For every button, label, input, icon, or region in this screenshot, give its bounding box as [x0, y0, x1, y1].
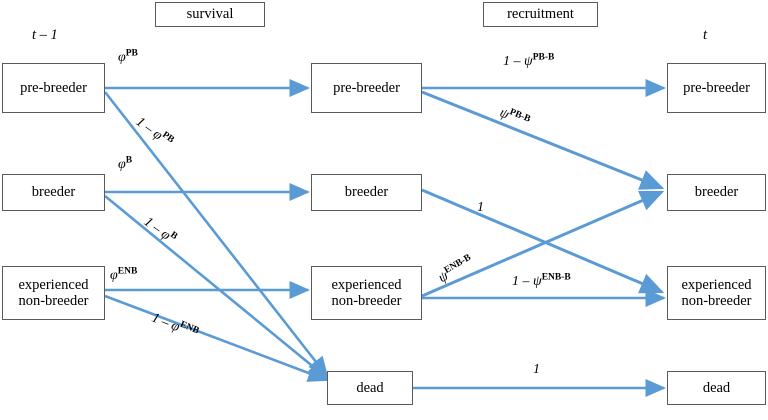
node-right-breeder-label: breeder	[694, 184, 739, 201]
node-right-breeder[interactable]: breeder	[667, 174, 766, 211]
edge-label-one-minus-psi-pb-b-base: ψ	[524, 54, 533, 69]
edge-label-phi-pb: φPB	[118, 48, 138, 66]
edge-label-phi-b-sup: B	[125, 155, 133, 166]
edge-label-one-breeder-to-enb-base: 1	[477, 200, 484, 215]
edge-label-psi-enb-b: ψENB-B	[436, 252, 477, 287]
node-left-pre-breeder[interactable]: pre-breeder	[2, 63, 105, 113]
edge-left-b-to-dead	[104, 194, 329, 380]
node-left-enb-label-line1: experienced	[18, 276, 89, 293]
edge-label-phi-pb-base: φ	[118, 50, 126, 65]
edge-left-pb-to-dead	[103, 91, 329, 378]
header-survival-label: survival	[186, 6, 234, 22]
edge-label-one-minus-psi-pb-b: 1 – ψPB-B	[503, 52, 555, 70]
edge-label-one-breeder-to-enb: 1	[477, 200, 484, 216]
node-right-experienced-non-breeder[interactable]: experienced non-breeder	[667, 266, 766, 320]
edge-label-phi-b: φB	[118, 155, 133, 173]
edge-label-one-minus-psi-pb-b-prefix: 1 –	[503, 54, 524, 69]
node-right-pre-breeder[interactable]: pre-breeder	[667, 63, 766, 113]
edge-label-one-minus-phi-enb: 1 – φENB	[149, 311, 200, 344]
edge-label-one-dead-to-dead-base: 1	[533, 362, 540, 377]
node-mid-pre-breeder[interactable]: pre-breeder	[311, 63, 422, 113]
node-left-pre-breeder-label: pre-breeder	[20, 79, 87, 96]
node-right-dead-label: dead	[702, 379, 731, 396]
node-mid-pre-breeder-label: pre-breeder	[333, 79, 400, 96]
node-left-breeder[interactable]: breeder	[2, 174, 105, 211]
header-recruitment-label: recruitment	[507, 6, 574, 22]
edge-label-psi-pb-b: ψPB-B	[497, 106, 531, 132]
edge-label-psi-pb-b-sup: PB-B	[507, 107, 532, 125]
header-survival: survival	[155, 2, 265, 27]
node-mid-breeder[interactable]: breeder	[311, 174, 422, 211]
edge-label-phi-enb-sup: ENB	[117, 266, 138, 277]
node-left-enb-label-line2: non-breeder	[18, 293, 89, 309]
node-left-breeder-label: breeder	[31, 184, 76, 201]
node-mid-breeder-label: breeder	[344, 184, 389, 201]
edge-label-one-minus-psi-enb-b-base: ψ	[533, 274, 542, 289]
node-right-dead[interactable]: dead	[667, 371, 766, 405]
node-mid-experienced-non-breeder[interactable]: experienced non-breeder	[311, 266, 422, 320]
node-right-pre-breeder-label: pre-breeder	[683, 79, 750, 96]
edge-label-phi-enb-base: φ	[110, 268, 118, 283]
time-label-previous: t – 1	[32, 27, 58, 43]
node-mid-dead-label: dead	[356, 379, 384, 396]
edge-label-psi-enb-b-sup: ENB-B	[442, 252, 473, 276]
node-mid-dead[interactable]: dead	[327, 371, 413, 405]
node-mid-enb-label-line1: experienced	[331, 276, 402, 293]
edge-label-one-minus-phi-pb: 1 – φPB	[132, 115, 176, 152]
node-right-enb-label-line2: non-breeder	[681, 293, 752, 309]
edge-label-one-minus-psi-enb-b-sup: ENB-B	[541, 272, 571, 283]
edge-label-one-minus-phi-b: 1 – φB	[140, 215, 179, 249]
time-label-current: t	[703, 27, 708, 43]
edge-left-enb-to-dead	[104, 294, 329, 382]
edge-label-one-minus-psi-enb-b: 1 – ψENB-B	[512, 272, 571, 290]
edge-label-phi-enb: φENB	[110, 266, 138, 284]
edge-label-one-minus-phi-enb-sup: ENB	[178, 319, 201, 337]
edge-label-one-minus-psi-pb-b-sup: PB-B	[532, 52, 555, 63]
edge-label-one-dead-to-dead: 1	[533, 362, 540, 378]
edge-label-phi-b-base: φ	[118, 157, 126, 172]
edge-label-phi-pb-sup: PB	[125, 48, 138, 59]
node-left-experienced-non-breeder[interactable]: experienced non-breeder	[2, 266, 105, 320]
header-recruitment: recruitment	[483, 2, 598, 27]
node-mid-enb-label-line2: non-breeder	[331, 293, 402, 309]
edge-label-one-minus-psi-enb-b-prefix: 1 –	[512, 274, 533, 289]
edge-mid-pb-to-right-b	[421, 90, 665, 190]
node-right-enb-label-line1: experienced	[681, 276, 752, 293]
